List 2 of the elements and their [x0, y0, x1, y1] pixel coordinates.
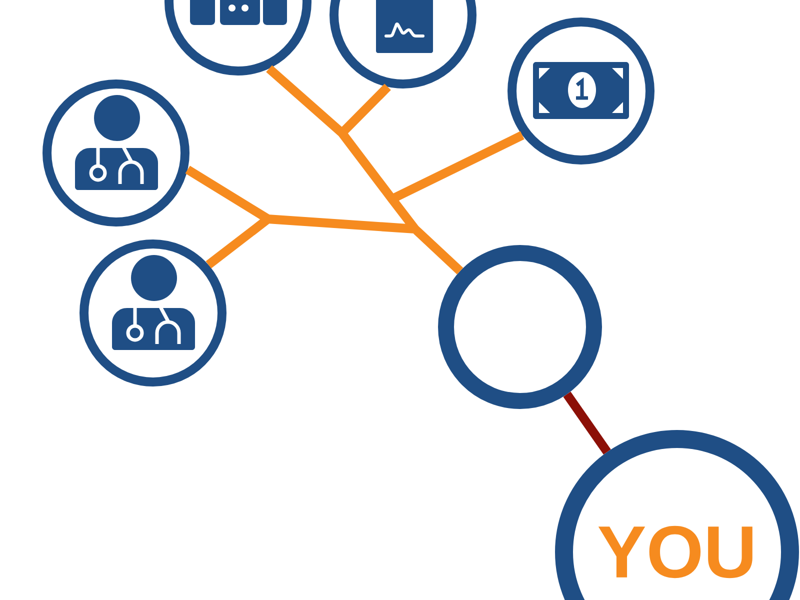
- circle: [438, 245, 602, 409]
- connector-line: [563, 392, 611, 455]
